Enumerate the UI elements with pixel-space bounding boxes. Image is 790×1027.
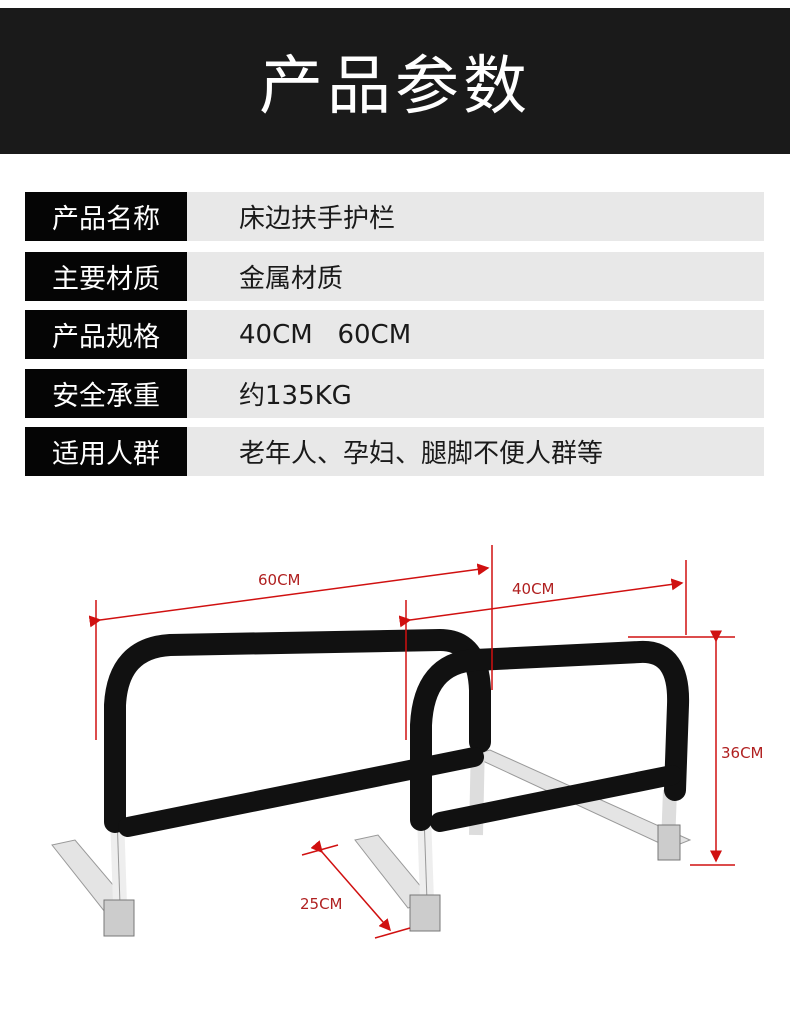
spec-value: 40CM 60CM — [187, 310, 764, 359]
spec-label: 产品名称 — [25, 192, 187, 241]
small-rail — [409, 640, 690, 932]
dim-40cm-label: 40CM — [512, 580, 555, 598]
dim-60cm-label: 60CM — [258, 571, 301, 589]
spec-row: 适用人群老年人、孕妇、腿脚不便人群等 — [25, 427, 764, 476]
dimension-lines — [88, 545, 735, 939]
spec-label: 主要材质 — [25, 252, 187, 301]
spec-value: 金属材质 — [187, 252, 764, 301]
spec-row: 安全承重约135KG — [25, 369, 764, 418]
dim-25cm-label: 25CM — [300, 895, 343, 913]
spec-label: 适用人群 — [25, 427, 187, 476]
page-title: 产品参数 — [259, 50, 531, 124]
spec-label: 产品规格 — [25, 310, 187, 359]
spec-value: 床边扶手护栏 — [187, 192, 764, 241]
page-header: 产品参数 — [0, 8, 790, 154]
spec-value: 约135KG — [187, 369, 764, 418]
spec-value: 老年人、孕妇、腿脚不便人群等 — [187, 427, 764, 476]
spec-row: 产品名称床边扶手护栏 — [25, 192, 764, 241]
dim-36cm-label: 36CM — [721, 744, 764, 762]
spec-label: 安全承重 — [25, 369, 187, 418]
spec-row: 主要材质金属材质 — [25, 252, 764, 301]
